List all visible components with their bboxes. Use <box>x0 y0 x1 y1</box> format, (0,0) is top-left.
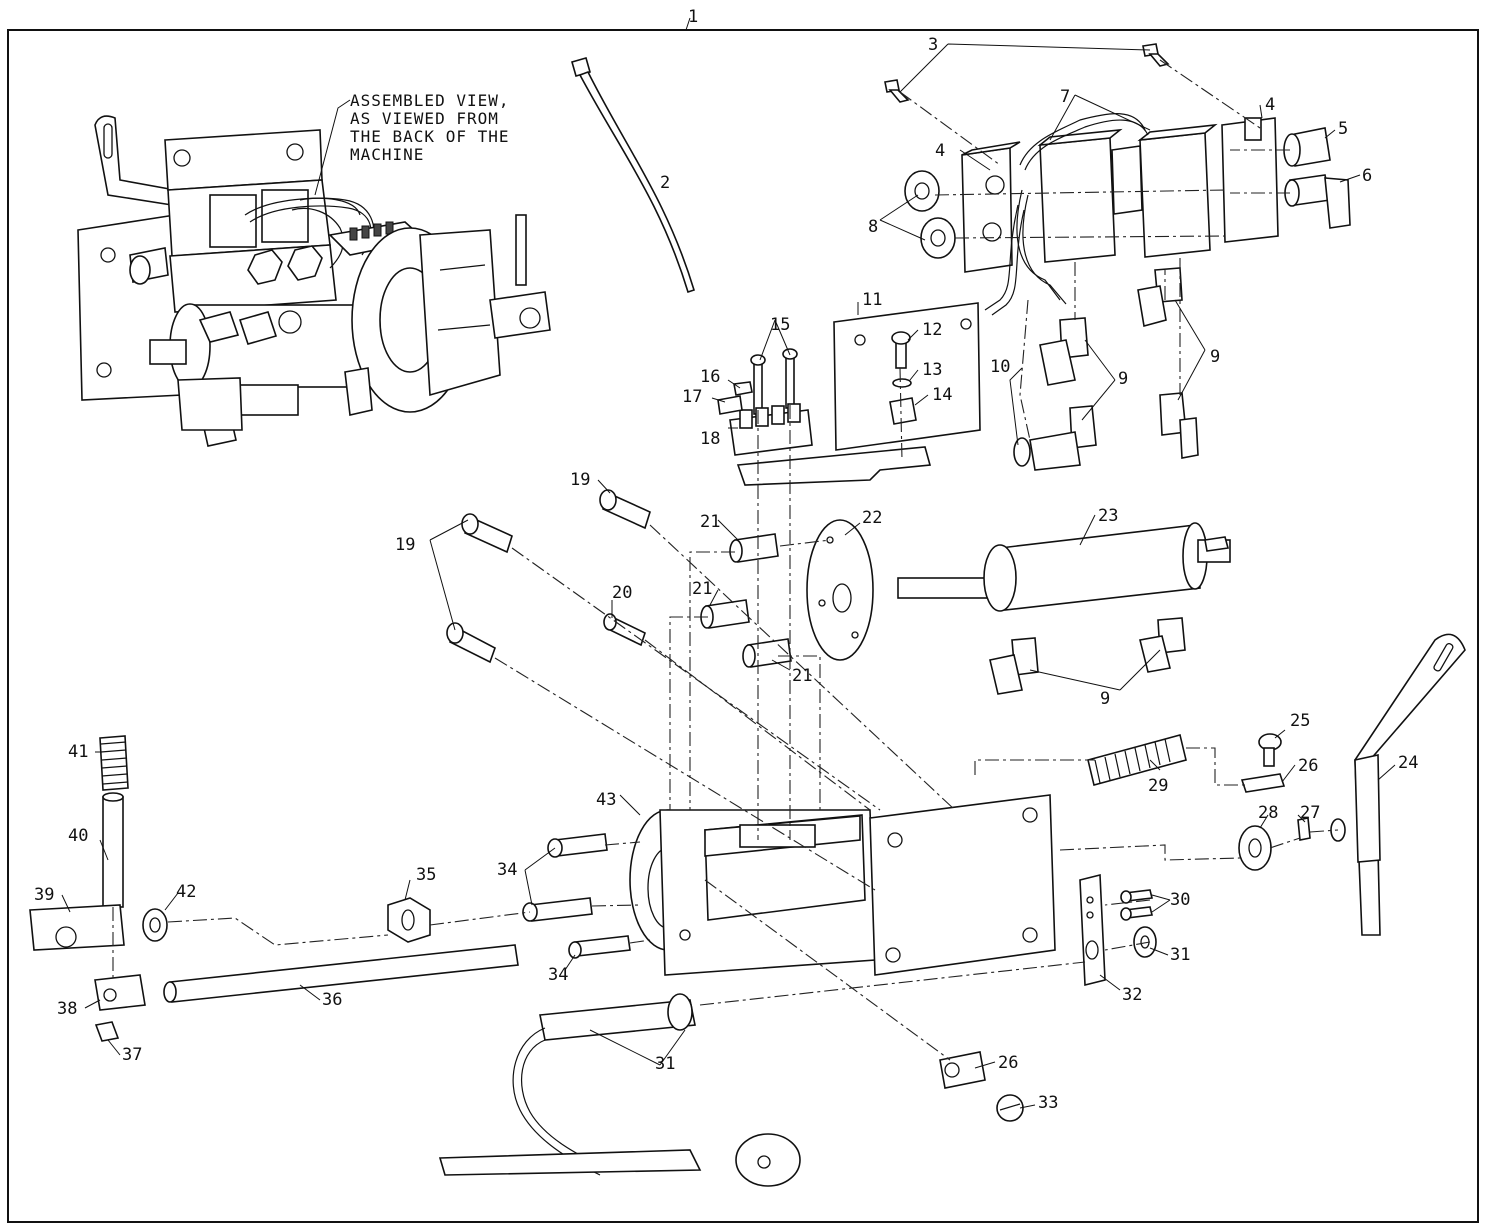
callout-12: 12 <box>922 320 942 340</box>
leader-lines <box>61 17 1396 1109</box>
callout-25: 25 <box>1290 711 1310 731</box>
callout-26: 26 <box>998 1053 1018 1073</box>
valve-assembly <box>884 43 1351 471</box>
callout-17: 17 <box>682 387 702 407</box>
callout-40: 40 <box>68 826 88 846</box>
cable-tie-part <box>571 57 695 294</box>
callout-19: 19 <box>395 535 415 555</box>
callout-11: 11 <box>862 290 882 310</box>
callout-7: 7 <box>1060 87 1070 107</box>
callout-42: 42 <box>176 882 196 902</box>
callout-8: 8 <box>868 217 878 237</box>
callout-32: 32 <box>1122 985 1142 1005</box>
callout-15: 15 <box>770 315 790 335</box>
callout-29: 29 <box>1148 776 1168 796</box>
callout-3: 3 <box>928 35 938 55</box>
callout-21: 21 <box>700 512 720 532</box>
callout-5: 5 <box>1338 119 1348 139</box>
callout-13: 13 <box>922 360 942 380</box>
assembly-center-lines <box>112 59 1339 1061</box>
rod-linkage <box>29 735 1024 1187</box>
callout-26: 26 <box>1298 756 1318 776</box>
callout-9: 9 <box>1100 689 1110 709</box>
callout-43: 43 <box>596 790 616 810</box>
callout-18: 18 <box>700 429 720 449</box>
callout-4: 4 <box>935 141 945 161</box>
air-cylinder <box>806 519 1231 695</box>
assembled-view-note: ASSEMBLED VIEW, AS VIEWED FROM THE BACK … <box>350 91 520 164</box>
callout-38: 38 <box>57 999 77 1019</box>
callout-24: 24 <box>1398 753 1418 773</box>
diagram-frame <box>7 29 1479 1223</box>
callout-16: 16 <box>700 367 720 387</box>
callout-37: 37 <box>122 1045 142 1065</box>
callout-31: 31 <box>1170 945 1190 965</box>
callout-41: 41 <box>68 742 88 762</box>
callout-33: 33 <box>1038 1093 1058 1113</box>
callout-30: 30 <box>1170 890 1190 910</box>
callout-21: 21 <box>692 579 712 599</box>
callout-36: 36 <box>322 990 342 1010</box>
note-line: MACHINE <box>350 145 424 164</box>
callout-20: 20 <box>612 583 632 603</box>
callout-10: 10 <box>990 357 1010 377</box>
callout-6: 6 <box>1362 166 1372 186</box>
callout-labels: 1 2 3 4 4 5 6 7 8 9 9 9 10 11 12 13 14 1… <box>34 7 1418 1113</box>
note-line: ASSEMBLED VIEW, <box>350 91 510 110</box>
callout-22: 22 <box>862 508 882 528</box>
note-line: THE BACK OF THE <box>350 127 510 146</box>
note-line: AS VIEWED FROM <box>350 109 499 128</box>
callout-23: 23 <box>1098 506 1118 526</box>
callout-1: 1 <box>688 7 698 27</box>
main-housing <box>629 794 1056 976</box>
callout-14: 14 <box>932 385 952 405</box>
callout-2: 2 <box>660 173 670 193</box>
lever-and-spring <box>1079 633 1466 987</box>
callout-9: 9 <box>1210 347 1220 367</box>
callout-39: 39 <box>34 885 54 905</box>
callout-21: 21 <box>792 666 812 686</box>
callout-9: 9 <box>1118 369 1128 389</box>
callout-31: 31 <box>655 1054 675 1074</box>
callout-34: 34 <box>497 860 517 880</box>
callout-35: 35 <box>416 865 436 885</box>
mounting-plate-and-terminal <box>717 302 981 486</box>
spacers-and-screws <box>446 489 792 668</box>
callout-34: 34 <box>548 965 568 985</box>
callout-19: 19 <box>570 470 590 490</box>
callout-27: 27 <box>1300 803 1320 823</box>
callout-28: 28 <box>1258 803 1278 823</box>
assembled-view-illustration <box>77 115 551 447</box>
callout-4: 4 <box>1265 95 1275 115</box>
